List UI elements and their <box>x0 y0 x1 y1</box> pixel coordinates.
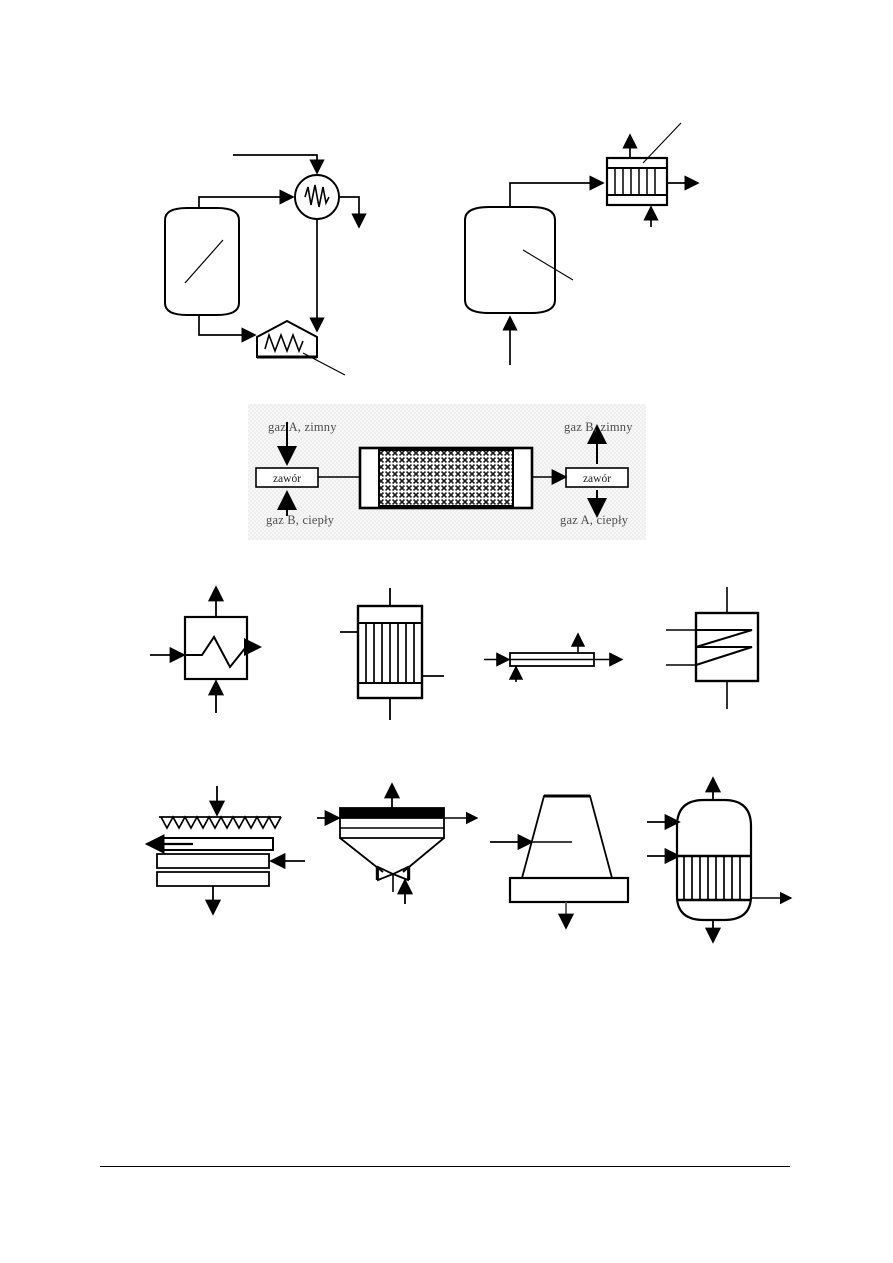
figure-vertical-shell-tube <box>340 588 500 738</box>
figure-regenerative-exchanger: zawór zawór <box>248 404 646 540</box>
reboiler-house-body <box>256 319 318 358</box>
valve-label-left: zawór <box>273 473 301 485</box>
bowtie-valve <box>375 865 411 892</box>
label-gaz-a-cieply: gaz A, ciepły <box>560 513 629 527</box>
tower-body <box>520 795 614 879</box>
tower-base <box>508 876 630 904</box>
valve-label-right: zawór <box>583 473 611 485</box>
label-gaz-a-zimny: gaz A, zimny <box>268 420 337 434</box>
regenerator-packing <box>378 449 514 507</box>
vapour-line-to-exchanger <box>509 175 605 207</box>
figure-vessel-shell-tube <box>455 115 705 370</box>
condenser-coil-icon <box>304 184 330 208</box>
label-gaz-b-zimny: gaz B, zimny <box>564 420 633 434</box>
exchanger-box <box>183 615 249 681</box>
vessel-column <box>164 207 240 316</box>
bottoms-line <box>198 315 257 343</box>
figure-cooling-tower <box>490 780 670 930</box>
figure-zigzag-box-exchanger <box>150 585 310 715</box>
tray-middle <box>156 853 270 869</box>
tube-bundle <box>365 623 415 683</box>
figure-vertical-vessel-tube-bundle <box>647 776 815 944</box>
exchanger-shell <box>605 156 669 207</box>
distillate-line <box>339 196 367 229</box>
reboiler-coil-icon <box>264 332 304 354</box>
horizontal-zigzag-coil-icon <box>695 629 753 666</box>
tray-upper <box>161 837 274 851</box>
spray-teeth-icon <box>160 815 282 830</box>
figure-fluidized-bed-unit <box>317 780 485 920</box>
figure-column-condenser-reboiler <box>145 135 390 376</box>
vessel-body <box>675 798 753 922</box>
leader-line-exchanger <box>642 122 682 164</box>
figure-spray-trickle-cooler <box>144 780 325 920</box>
leader-line-column <box>184 239 224 284</box>
vessel-body <box>464 206 556 314</box>
footer-rule <box>100 1166 790 1167</box>
leader-line-vessel <box>522 249 574 281</box>
exchanger-tubes <box>614 168 656 195</box>
zigzag-coil-icon <box>185 635 262 669</box>
hopper-walls <box>339 837 445 873</box>
label-gaz-b-cieply: gaz B, ciepły <box>266 513 335 527</box>
leader-line-reboiler <box>302 352 346 376</box>
tube-bundle <box>683 856 741 900</box>
unit-top-plate <box>339 807 445 819</box>
tray-lower <box>156 871 270 887</box>
feed-line-top <box>233 154 325 175</box>
figure-plate-coil-exchanger <box>660 585 810 715</box>
figure-double-pipe-exchanger <box>482 620 642 700</box>
overhead-vapour-line <box>198 189 295 208</box>
